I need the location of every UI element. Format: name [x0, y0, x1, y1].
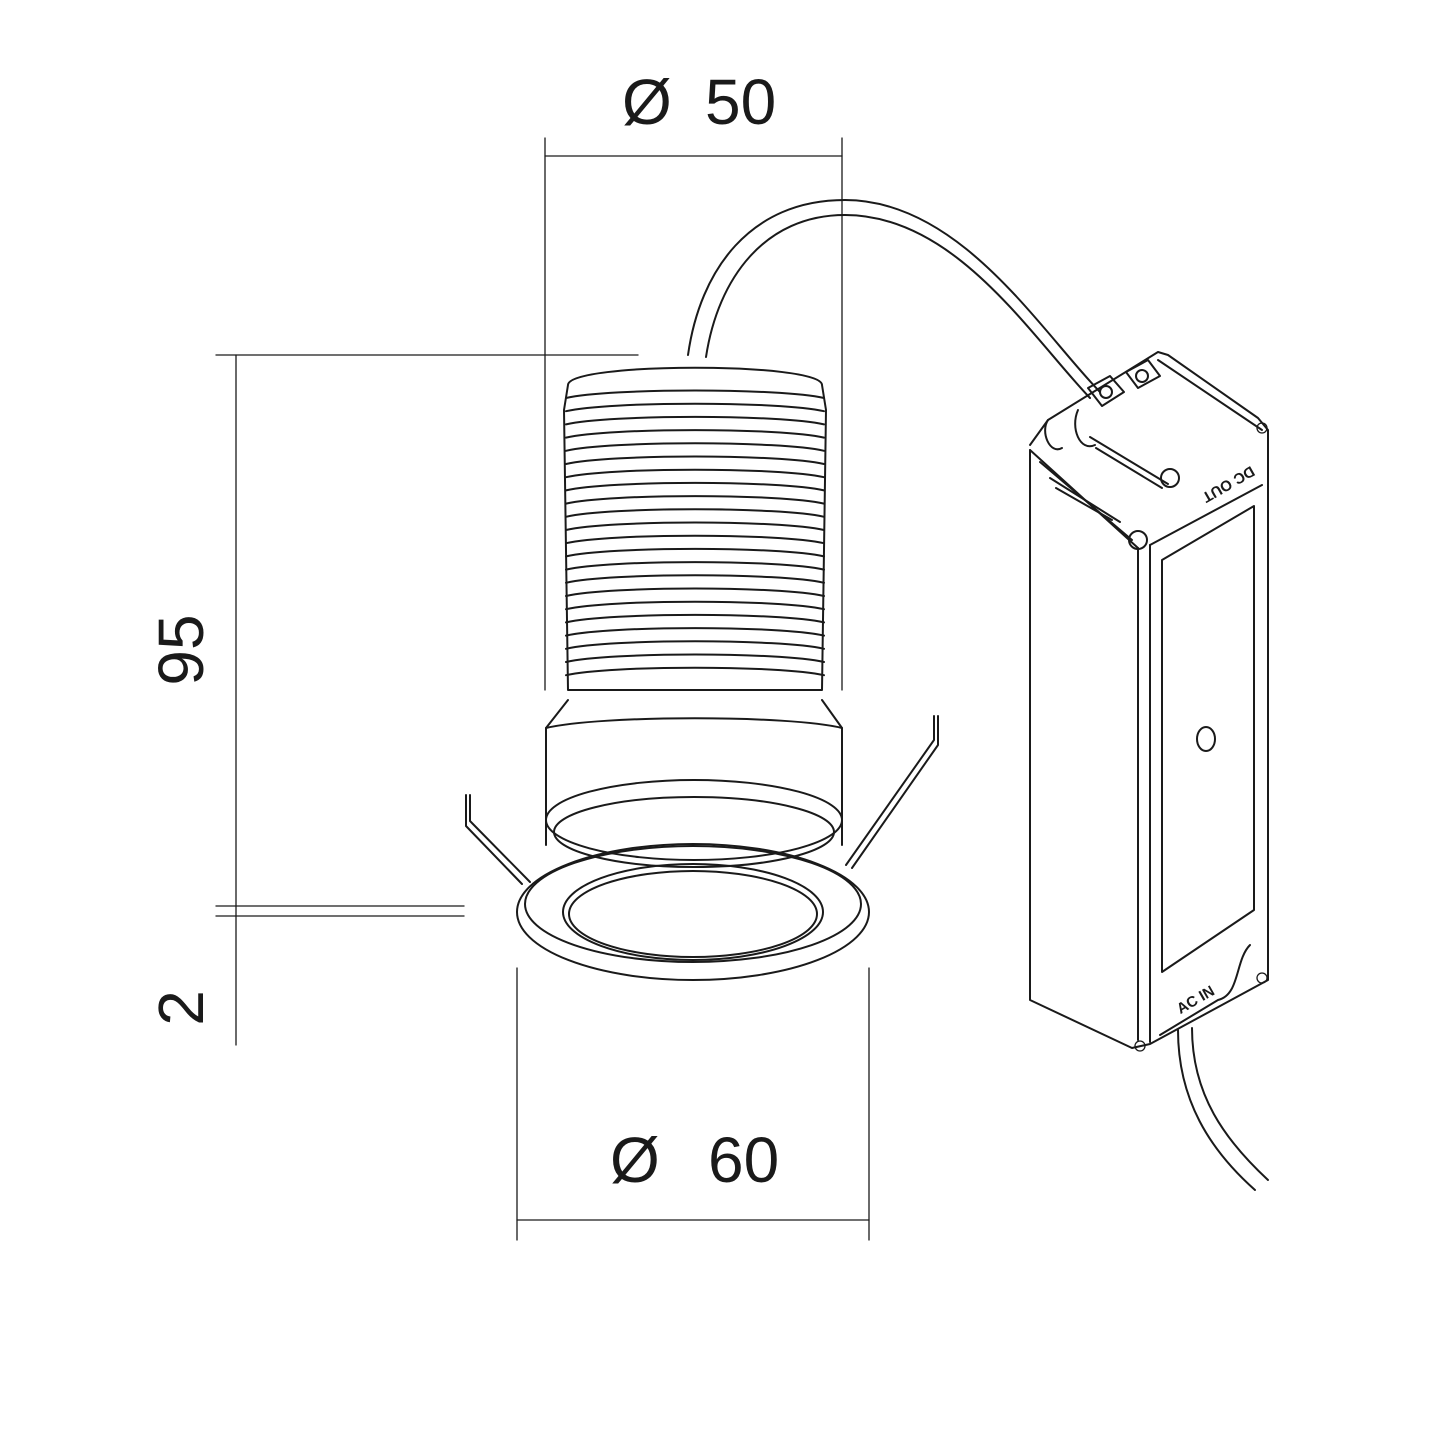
thread-ring: [565, 429, 825, 439]
thread-ring: [565, 574, 825, 584]
dim-top-diameter: Ø 50: [622, 66, 776, 138]
dc-out-label: DC OUT: [1199, 462, 1257, 505]
thread-ring: [565, 561, 825, 571]
connection-cable: [687, 199, 1101, 399]
thread-ring: [565, 653, 825, 663]
thread-ring: [565, 627, 825, 637]
dim-bottom-diameter: Ø 60: [610, 1124, 779, 1196]
downlight-fixture: [465, 366, 939, 981]
mains-cable: [1177, 1027, 1269, 1191]
spring-clip-right: [845, 715, 939, 869]
led-driver: DC OUT AC IN: [1029, 351, 1269, 1052]
flange-value: 2: [145, 990, 217, 1026]
spring-clip-left: [465, 794, 531, 885]
thread-ring: [565, 640, 825, 650]
thread-rings: [565, 389, 825, 677]
label-panel: [1161, 505, 1255, 973]
thread-ring: [565, 613, 825, 624]
thread-ring: [565, 455, 825, 465]
terminal-left: [1087, 375, 1125, 407]
thread-ring: [565, 666, 825, 677]
thread-ring: [565, 547, 825, 558]
thread-ring: [565, 442, 825, 452]
thread-ring: [565, 508, 825, 518]
thread-ring: [565, 389, 825, 399]
top-diameter-value: 50: [705, 66, 776, 138]
height-value: 95: [145, 614, 217, 685]
thread-ring: [565, 402, 825, 413]
bottom-diameter-value: 60: [708, 1124, 779, 1196]
dimension-lines: [215, 137, 870, 1241]
screw-icon: [1128, 530, 1148, 550]
thread-ring: [565, 600, 825, 611]
thread-ring: [565, 587, 825, 597]
terminal-right: [1125, 359, 1161, 389]
thread-ring: [565, 534, 825, 545]
thread-ring: [565, 468, 825, 479]
trim-ring: [516, 843, 870, 981]
thread-ring: [565, 415, 825, 426]
indicator-led-icon: [1196, 726, 1216, 752]
diameter-symbol-top: Ø: [622, 66, 672, 138]
screw-icon: [1160, 468, 1180, 488]
thread-ring: [565, 521, 825, 531]
collar: [545, 699, 843, 868]
diameter-symbol-bottom: Ø: [610, 1124, 660, 1196]
thread-ring: [565, 495, 825, 505]
thread-ring: [565, 481, 825, 492]
threaded-body: [563, 366, 827, 691]
